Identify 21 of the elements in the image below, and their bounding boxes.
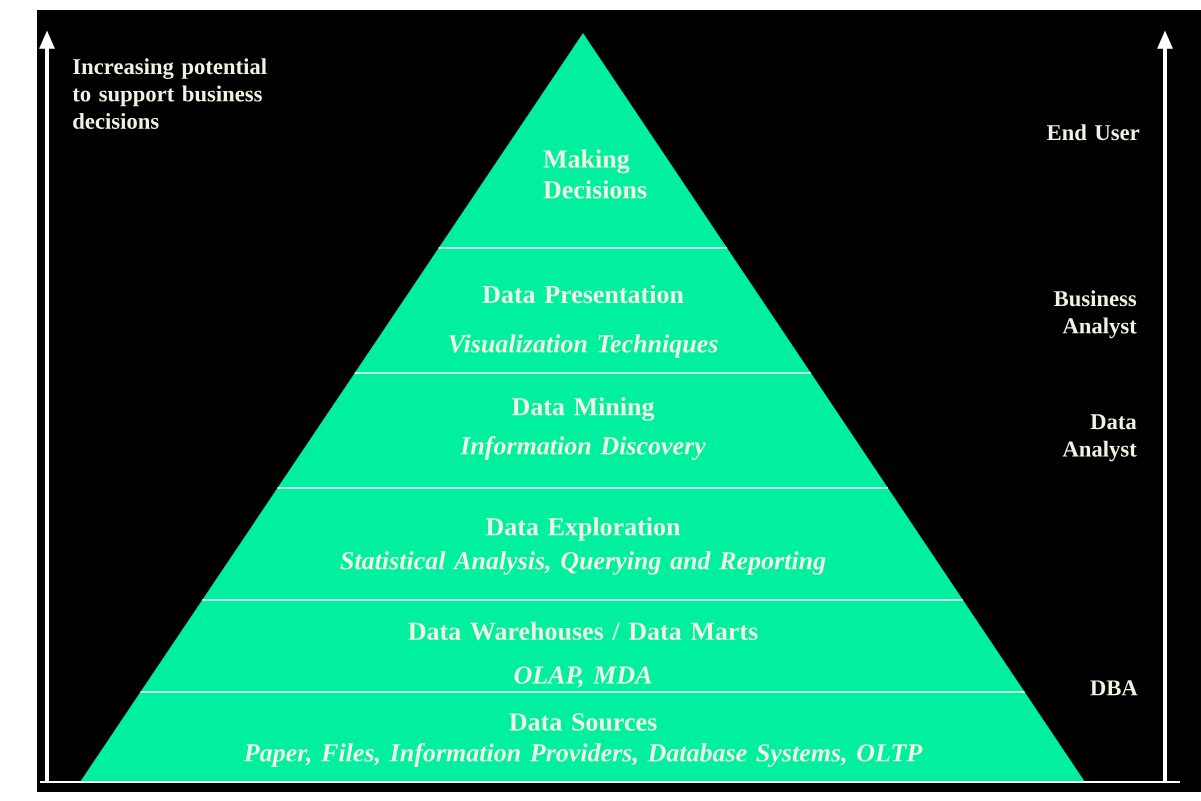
pyramid-band: Data Mining Information Discovery — [277, 373, 888, 488]
node-label: Visualization Techniques — [449, 334, 718, 358]
node-label: Data Mining — [511, 397, 655, 421]
side-label: DBA — [1090, 680, 1138, 696]
side-label: Increasing potential to support business decisions — [72, 58, 267, 129]
side-label: Data Analyst — [1062, 414, 1137, 462]
node-label: Information Discovery — [459, 436, 706, 460]
pyramid-band: Data Presentation Visualization Techniques — [354, 248, 811, 373]
pyramid-band: Data Warehouses / Data Marts OLAP, MDA — [140, 600, 1025, 692]
side-label: Business Analyst — [1053, 290, 1137, 339]
side-label: End User — [1046, 124, 1140, 141]
node-label: Statistical Analysis, Querying and Reporting — [340, 551, 826, 575]
node-label: Data Presentation — [482, 284, 684, 304]
pyramid-band: Making Decisions — [438, 33, 728, 248]
node-label: Making Decisions — [543, 149, 647, 199]
pyramid-band: Data Sources Paper, Files, Information Providers, Database Systems, OLTP — [80, 692, 1085, 782]
node-label: Data Sources — [509, 713, 657, 731]
node-label: Data Exploration — [485, 517, 681, 541]
node-label: Data Warehouses / Data Marts — [408, 621, 758, 641]
node-label: OLAP, MDA — [514, 666, 652, 688]
node-label: Paper, Files, Information Providers, Database Systems, OLTP — [243, 743, 923, 767]
